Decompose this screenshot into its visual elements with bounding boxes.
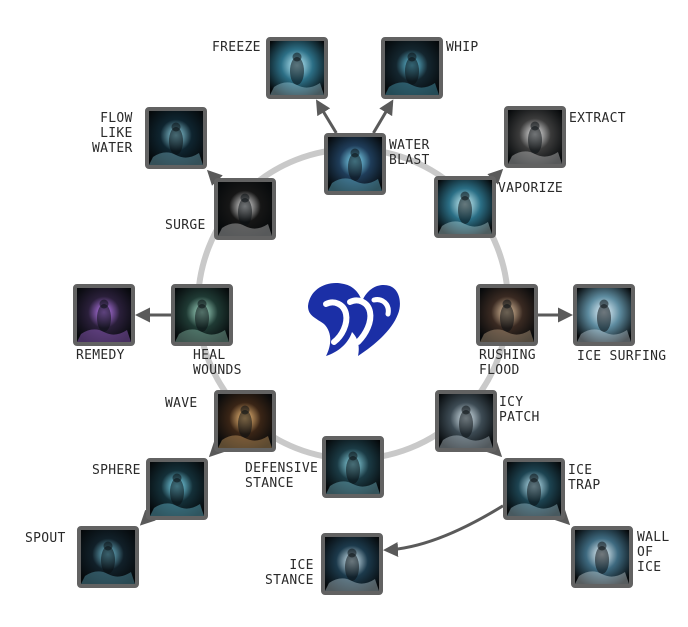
skill-node-ice-surfing[interactable]: [573, 284, 635, 346]
edge-wave-to-sphere: [208, 441, 225, 458]
skill-node-freeze[interactable]: [266, 37, 328, 99]
sphere-art-icon: [150, 462, 204, 516]
skill-node-water-blast[interactable]: [324, 133, 386, 195]
skill-node-wave[interactable]: [214, 390, 276, 452]
skill-node-surge[interactable]: [214, 178, 276, 240]
freeze-art-icon: [270, 41, 324, 95]
flow-like-water-art-icon: [149, 111, 203, 165]
ice-trap-art-icon: [507, 462, 561, 516]
skill-node-wall-of-ice[interactable]: [571, 526, 633, 588]
skill-label-sphere: SPHERE: [92, 463, 141, 478]
skill-label-ice-stance: ICE STANCE: [265, 558, 314, 588]
skill-label-whip: WHIP: [446, 40, 479, 55]
heal-wounds-art-icon: [175, 288, 229, 342]
edge-icy-patch-to-ice-trap: [486, 441, 503, 458]
defensive-stance-art-icon: [326, 440, 380, 494]
water-drop-heart-icon: [308, 282, 400, 356]
vaporize-art-icon: [438, 180, 492, 234]
skill-label-remedy: REMEDY: [76, 348, 125, 363]
skill-node-ice-trap[interactable]: [503, 458, 565, 520]
skill-label-extract: EXTRACT: [569, 111, 626, 126]
remedy-art-icon: [77, 288, 131, 342]
rushing-flood-art-icon: [480, 288, 534, 342]
skill-node-whip[interactable]: [381, 37, 443, 99]
skill-node-sphere[interactable]: [146, 458, 208, 520]
edge-vaporize-to-extract: [487, 168, 504, 185]
skill-label-flow-like-water: FLOW LIKE WATER: [92, 111, 133, 156]
edge-water-blast-to-freeze: [315, 99, 338, 134]
skill-label-wall-of-ice: WALL OF ICE: [637, 530, 670, 575]
whip-art-icon: [385, 41, 439, 95]
surge-art-icon: [218, 182, 272, 236]
ice-stance-art-icon: [325, 537, 379, 591]
ice-surfing-art-icon: [577, 288, 631, 342]
skill-label-wave: WAVE: [165, 396, 198, 411]
skill-node-rushing-flood[interactable]: [476, 284, 538, 346]
skill-label-water-blast: WATER BLAST: [389, 138, 430, 168]
skill-node-vaporize[interactable]: [434, 176, 496, 238]
water-blast-art-icon: [328, 137, 382, 191]
skill-label-ice-surfing: ICE SURFING: [577, 349, 667, 364]
skill-node-remedy[interactable]: [73, 284, 135, 346]
wave-art-icon: [218, 394, 272, 448]
skill-label-heal-wounds: HEAL WOUNDS: [193, 348, 242, 378]
skill-node-spout[interactable]: [77, 526, 139, 588]
edge-surge-to-flow-like-water: [206, 169, 223, 186]
skill-node-heal-wounds[interactable]: [171, 284, 233, 346]
skill-node-defensive-stance[interactable]: [322, 436, 384, 498]
skill-label-ice-trap: ICE TRAP: [568, 463, 601, 493]
spout-art-icon: [81, 530, 135, 584]
extract-art-icon: [508, 110, 562, 164]
skill-node-ice-stance[interactable]: [321, 533, 383, 595]
edge-ice-trap-to-ice-stance: [383, 504, 504, 557]
skill-label-icy-patch: ICY PATCH: [499, 395, 540, 425]
skill-label-spout: SPOUT: [25, 531, 66, 546]
wall-of-ice-art-icon: [575, 530, 629, 584]
skill-node-icy-patch[interactable]: [435, 390, 497, 452]
skill-node-extract[interactable]: [504, 106, 566, 168]
skill-node-flow-like-water[interactable]: [145, 107, 207, 169]
edge-water-blast-to-whip: [372, 99, 394, 134]
skill-label-vaporize: VAPORIZE: [498, 181, 564, 196]
skill-label-rushing-flood: RUSHING FLOOD: [479, 348, 536, 378]
edge-ice-trap-to-wall-of-ice: [554, 509, 571, 526]
skill-label-surge: SURGE: [165, 218, 206, 233]
icy-patch-art-icon: [439, 394, 493, 448]
skill-label-freeze: FREEZE: [212, 40, 261, 55]
skill-label-defensive-stance: DEFENSIVE STANCE: [245, 461, 319, 491]
edge-sphere-to-spout: [139, 509, 156, 526]
